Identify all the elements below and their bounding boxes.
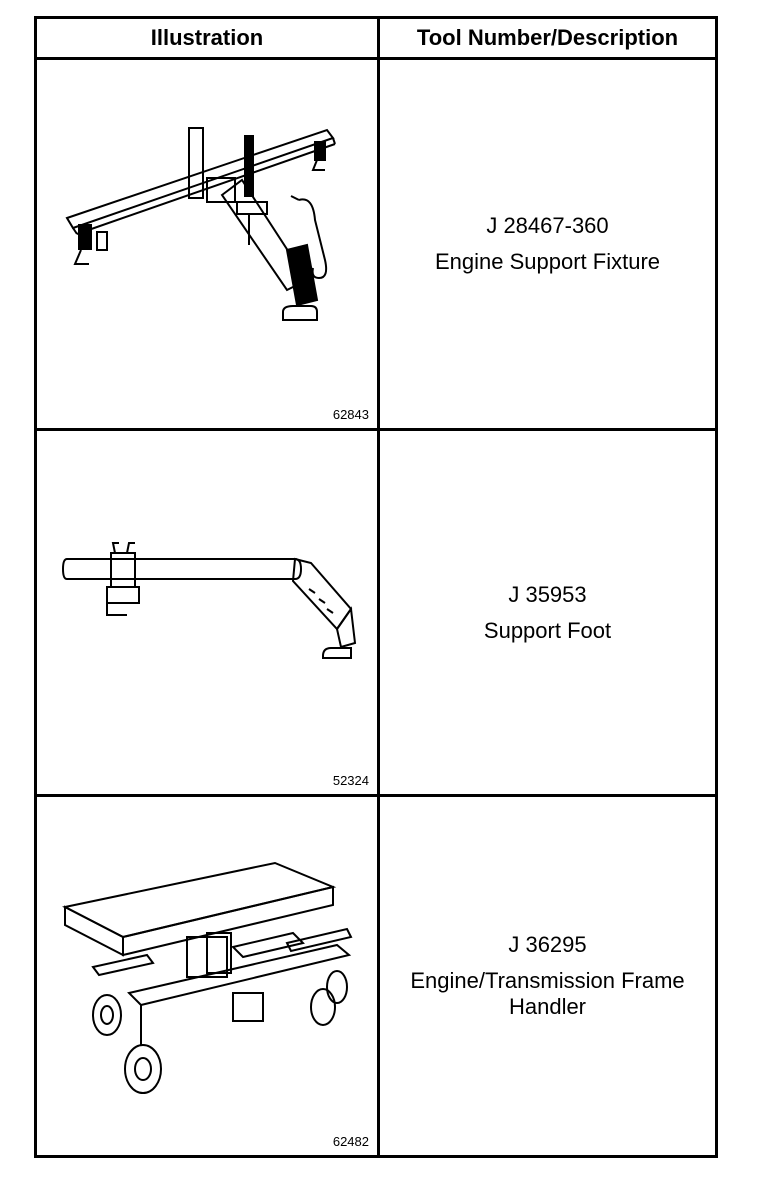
header-illustration: Illustration <box>150 25 264 50</box>
engine-support-fixture-drawing <box>65 127 336 321</box>
tool-description: Engine Support Fixture <box>434 249 661 274</box>
figure-number: 52324 <box>332 773 369 788</box>
row-divider <box>37 428 715 431</box>
illustration-cell: 62843 <box>37 60 377 428</box>
figure-number: 62843 <box>332 407 369 422</box>
table-row: 52324 J 35953 Support Foot <box>37 431 715 794</box>
header-tool-number-description: Tool Number/Description <box>416 25 679 50</box>
figure-number: 62482 <box>332 1134 369 1149</box>
illustration-cell: 52324 <box>37 431 377 794</box>
description-cell: J 35953 Support Foot <box>380 431 715 794</box>
support-foot-drawing <box>61 542 357 659</box>
row-divider <box>37 794 715 797</box>
tool-table: Illustration Tool Number/Description <box>34 16 718 1158</box>
frame-handler-drawing <box>62 861 353 1094</box>
description-cell: J 28467-360 Engine Support Fixture <box>380 60 715 428</box>
column-divider <box>377 19 380 1155</box>
tool-number: J 28467-360 <box>486 213 609 238</box>
tool-number: J 35953 <box>508 581 587 607</box>
description-cell: J 36295 Engine/Transmission Frame Handle… <box>380 797 715 1155</box>
tool-description: Support Foot <box>483 617 612 643</box>
illustration-cell: 62482 <box>37 797 377 1155</box>
tool-description: Engine/Transmission Frame Handler <box>410 968 685 1019</box>
table-row: 62843 J 28467-360 Engine Support Fixture <box>37 60 715 428</box>
tool-number: J 36295 <box>508 932 587 957</box>
table-row: 62482 J 36295 Engine/Transmission Frame … <box>37 797 715 1155</box>
header-row: Illustration Tool Number/Description <box>37 19 715 60</box>
